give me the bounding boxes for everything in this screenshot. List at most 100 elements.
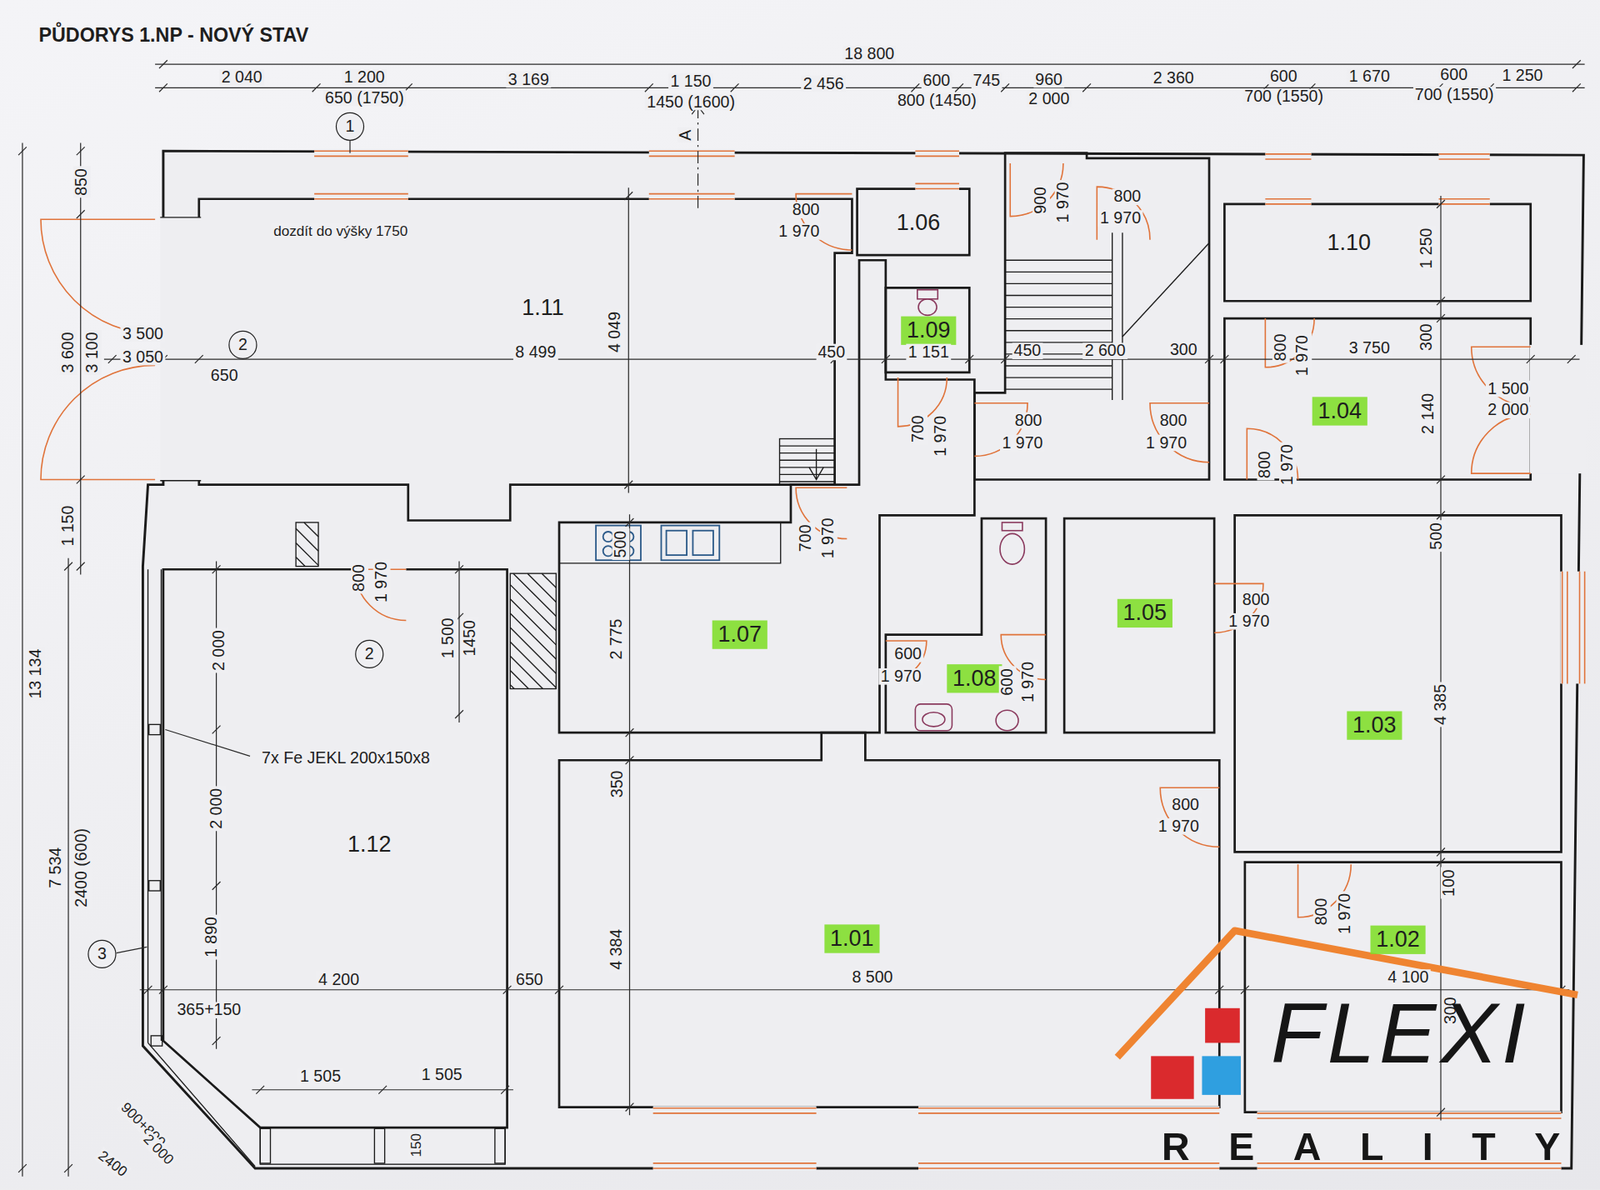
room-label: 1.12 <box>341 830 398 860</box>
hatch-line <box>510 655 543 689</box>
dimension-tick <box>64 562 73 571</box>
dimension-label: 150 <box>408 1130 424 1160</box>
window-line <box>649 155 735 158</box>
dimension-label: 4 100 <box>1385 969 1431 987</box>
cooker <box>595 525 641 561</box>
dimension-tick <box>1526 355 1535 364</box>
window-gap <box>915 149 960 191</box>
room-number: 1.06 <box>896 209 940 236</box>
dimension-tick <box>108 355 117 364</box>
dimension-label: 1 250 <box>1418 225 1436 270</box>
callout-number: 1 <box>335 112 365 141</box>
hatch-line <box>527 573 556 602</box>
steel-post <box>495 1128 505 1164</box>
glass-wall <box>163 1040 260 1128</box>
door-swing <box>40 365 155 480</box>
window-line <box>1257 1117 1562 1120</box>
dimension-label: 2 360 <box>1150 70 1196 88</box>
steel-column <box>149 724 160 735</box>
dimension-tick <box>555 985 564 995</box>
window-line <box>1265 203 1311 205</box>
kitchen-sink <box>692 530 713 555</box>
dimension-label: 1 970 <box>1279 441 1297 487</box>
dimension-label: 1 970 <box>878 667 924 685</box>
dimension-label: 3 600 <box>60 329 78 375</box>
dimension-tick <box>625 1103 635 1112</box>
logo-square <box>1205 1008 1240 1044</box>
glass-wall <box>147 569 149 1043</box>
dimension-label: 1 970 <box>820 515 838 560</box>
dimension-tick <box>1436 848 1445 857</box>
window-line <box>653 1167 817 1170</box>
room-number: 1.09 <box>906 317 950 345</box>
stair-tread <box>1005 283 1113 285</box>
leader-line <box>349 140 350 154</box>
dimension-tick <box>500 1085 510 1095</box>
window-line <box>1439 203 1490 205</box>
hatch-line <box>510 613 556 660</box>
dimension-label: 650 (1750) <box>323 89 407 107</box>
dimension-tick <box>159 83 168 92</box>
stair-tread <box>1005 260 1113 261</box>
dimension-label: 300 <box>1167 341 1200 360</box>
leader-line <box>116 946 148 953</box>
dimension-label: 2 140 <box>1420 390 1438 436</box>
dimension-label: 500 <box>611 528 630 560</box>
toilet <box>1000 533 1025 565</box>
dimension-line <box>155 64 1585 65</box>
window-line <box>1439 158 1490 160</box>
hatch-line <box>510 627 556 674</box>
window-line <box>918 1112 1220 1115</box>
outer-wall <box>142 150 1584 1169</box>
room-label: 1.08 <box>946 664 1003 693</box>
dimension-label: 2400 <box>93 1145 131 1180</box>
dimension-tick <box>159 985 168 995</box>
dimension-tick <box>881 355 890 364</box>
dimension-label: 800 <box>1271 330 1290 363</box>
window-line <box>915 188 960 190</box>
hatch-line <box>541 573 556 588</box>
dimension-label: 1 150 <box>60 503 78 549</box>
dimension-label: 2 000 <box>209 785 227 831</box>
window-line <box>1579 571 1581 685</box>
window-line <box>649 193 735 195</box>
glass-wall <box>260 1127 505 1165</box>
dimension-label: 1 505 <box>419 1065 465 1084</box>
stair-arrow <box>809 467 824 480</box>
dimension-label: 1 970 <box>1226 612 1272 630</box>
washbasin <box>915 704 952 731</box>
stair-tread <box>780 474 835 475</box>
dimension-tick <box>965 355 974 364</box>
room-label: 1.07 <box>711 620 768 649</box>
dimension-label: 600 <box>920 71 953 90</box>
washbasin <box>922 712 945 727</box>
dimension-tick <box>910 83 920 92</box>
kitchen-sink <box>660 525 720 561</box>
dimension-tick <box>144 985 153 995</box>
dimension-label: 600 <box>1267 67 1300 85</box>
dimension-line <box>67 558 69 1177</box>
dimension-label: 1 250 <box>1500 66 1545 85</box>
window-line <box>314 150 409 152</box>
hatch-line <box>295 557 305 567</box>
dimension-label: 100 <box>1440 866 1458 899</box>
window-line <box>653 1162 817 1165</box>
room-outline <box>163 569 508 1128</box>
dimension-label: 3 100 <box>84 329 102 375</box>
note-text: 7x Fe JEKL 200x150x8 <box>260 749 433 767</box>
room-outline <box>885 518 1046 733</box>
callout-number: 2 <box>228 330 257 360</box>
window-line <box>649 150 735 152</box>
window-line <box>314 155 409 158</box>
toilet <box>1001 522 1022 531</box>
dimension-label: 450 <box>815 343 848 361</box>
window-line <box>1561 571 1564 685</box>
section-line <box>697 105 699 210</box>
hatch-line <box>510 685 515 690</box>
dimension-tick <box>1000 355 1010 364</box>
dimension-label: 4 384 <box>609 926 627 972</box>
stair-tread <box>1005 365 1113 366</box>
door-swing <box>40 219 155 334</box>
dimension-tick <box>1436 314 1445 323</box>
glass-wall <box>160 569 162 1041</box>
